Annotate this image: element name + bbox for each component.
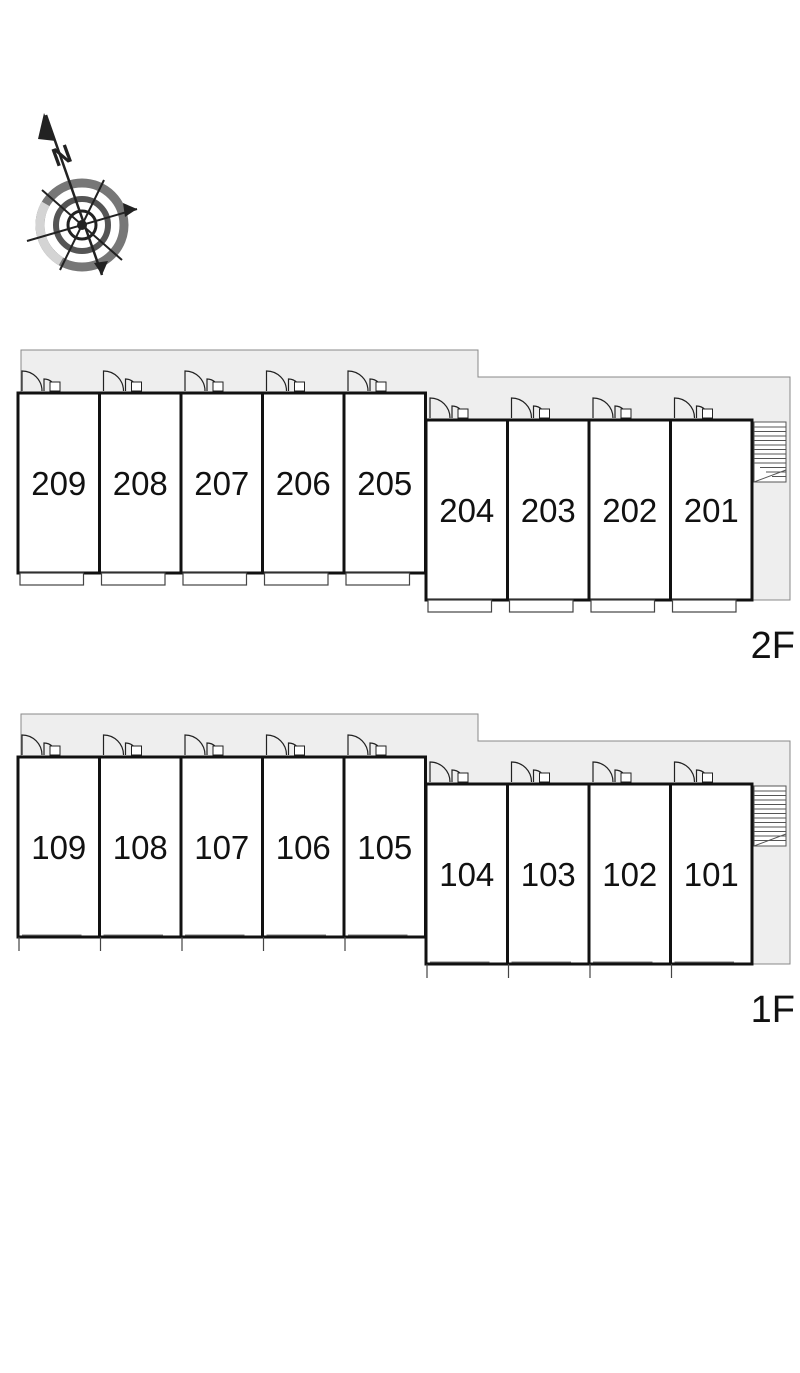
balcony (263, 572, 329, 586)
unit-number: 104 (439, 856, 494, 893)
door-icon (102, 370, 142, 392)
unit-204: 204 (424, 397, 509, 613)
unit-number: 206 (276, 465, 331, 502)
unit-203: 203 (506, 397, 591, 613)
balcony (671, 599, 737, 613)
door-icon (265, 370, 305, 392)
door-icon (184, 734, 224, 756)
unit-number: 106 (276, 829, 331, 866)
unit-202: 202 (587, 397, 672, 613)
unit-outline (669, 782, 754, 966)
unit-outline (179, 391, 264, 575)
unit-outline (342, 755, 427, 939)
unit-209: 209 (16, 370, 101, 586)
unit-outline (587, 782, 672, 966)
balcony (345, 572, 411, 586)
unit-106: 106 (261, 734, 346, 951)
door-icon (102, 734, 142, 756)
unit-outline (424, 418, 509, 602)
unit-outline (506, 418, 591, 602)
unit-number: 105 (357, 829, 412, 866)
door-icon (347, 734, 387, 756)
unit-107: 107 (179, 734, 264, 951)
unit-205: 205 (342, 370, 427, 586)
unit-number: 205 (357, 465, 412, 502)
balcony (508, 599, 574, 613)
unit-number: 102 (602, 856, 657, 893)
unit-number: 107 (194, 829, 249, 866)
unit-101: 101 (669, 761, 754, 978)
unit-109: 109 (16, 734, 101, 951)
compass-north-label: N (48, 138, 76, 173)
unit-outline (424, 782, 509, 966)
unit-201: 201 (669, 397, 754, 613)
balcony (590, 599, 656, 613)
unit-outline (506, 782, 591, 966)
unit-206: 206 (261, 370, 346, 586)
door-icon (347, 370, 387, 392)
floor-2f: 209 208 207 206 205 204 203 202 201 2F (16, 349, 795, 667)
floor-label: 1F (751, 989, 795, 1031)
door-icon (673, 761, 713, 783)
unit-number: 109 (31, 829, 86, 866)
unit-105: 105 (342, 734, 427, 951)
door-icon (510, 761, 550, 783)
door-icon (673, 397, 713, 419)
floor-1f: 109 108 107 106 105 104 103 102 101 1F (16, 713, 795, 1031)
unit-103: 103 (506, 761, 591, 978)
door-icon (429, 397, 469, 419)
door-icon (429, 761, 469, 783)
unit-207: 207 (179, 370, 264, 586)
balcony (100, 572, 166, 586)
unit-number: 208 (113, 465, 168, 502)
unit-number: 207 (194, 465, 249, 502)
door-icon (184, 370, 224, 392)
unit-208: 208 (98, 370, 183, 586)
unit-number: 202 (602, 492, 657, 529)
door-icon (592, 761, 632, 783)
unit-outline (669, 418, 754, 602)
unit-outline (98, 755, 183, 939)
door-icon (510, 397, 550, 419)
unit-number: 103 (521, 856, 576, 893)
unit-outline (98, 391, 183, 575)
balcony (19, 572, 85, 586)
door-icon (21, 370, 61, 392)
unit-102: 102 (587, 761, 672, 978)
balcony (182, 572, 248, 586)
unit-104: 104 (424, 761, 509, 978)
door-icon (265, 734, 305, 756)
unit-number: 203 (521, 492, 576, 529)
staircase (753, 785, 787, 847)
door-icon (21, 734, 61, 756)
unit-outline (16, 755, 101, 939)
unit-number: 209 (31, 465, 86, 502)
unit-number: 204 (439, 492, 494, 529)
unit-outline (342, 391, 427, 575)
unit-number: 101 (684, 856, 739, 893)
compass-rose-icon: N (26, 113, 138, 276)
balcony (427, 599, 493, 613)
unit-108: 108 (98, 734, 183, 951)
unit-number: 201 (684, 492, 739, 529)
unit-outline (16, 391, 101, 575)
floor-label: 2F (751, 625, 795, 667)
door-icon (592, 397, 632, 419)
unit-number: 108 (113, 829, 168, 866)
unit-outline (261, 755, 346, 939)
staircase (753, 421, 787, 483)
